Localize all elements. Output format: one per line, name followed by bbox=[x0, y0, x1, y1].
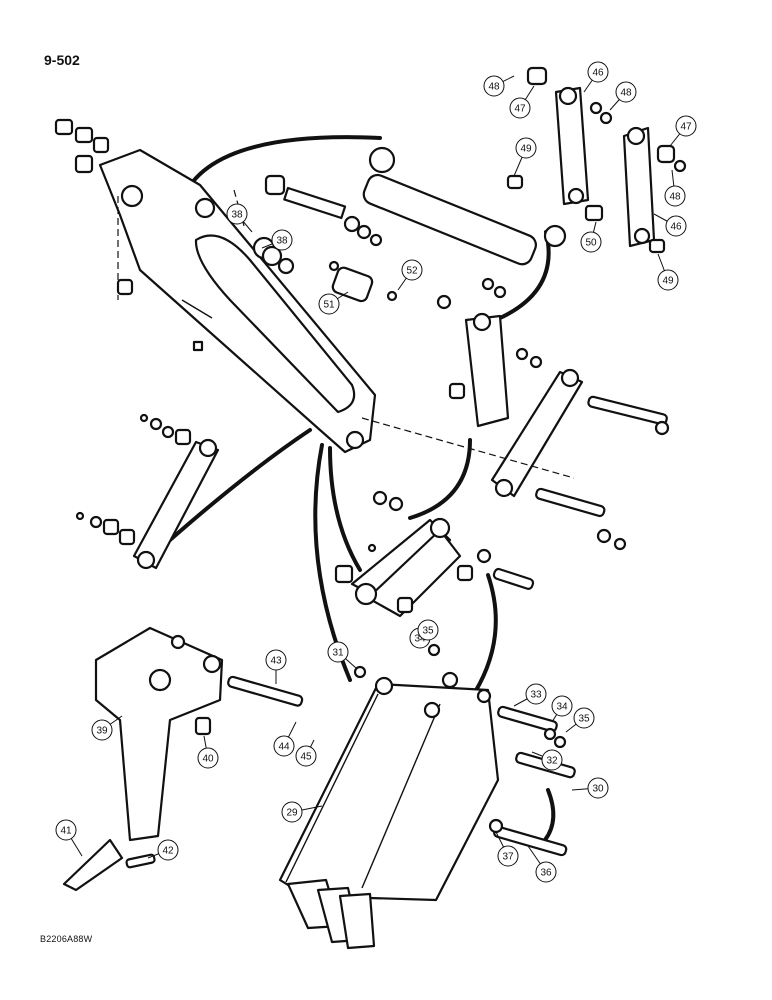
callout-label-34: 34 bbox=[556, 702, 568, 713]
callout-label-51: 51 bbox=[323, 300, 335, 311]
boom-arm bbox=[98, 148, 377, 454]
callout-circle-46 bbox=[665, 215, 687, 237]
callout-circle-40 bbox=[197, 747, 219, 769]
callout-circle-30 bbox=[587, 777, 609, 799]
page-number: 9-502 bbox=[44, 52, 80, 68]
callout-label-39: 39 bbox=[96, 726, 108, 737]
callout-label-38: 38 bbox=[276, 236, 288, 247]
callout-circle-45 bbox=[295, 745, 317, 767]
callout-label-46: 46 bbox=[592, 68, 604, 79]
lower-left-link bbox=[75, 413, 220, 570]
callout-circle-29 bbox=[281, 801, 303, 823]
callout-circle-38 bbox=[226, 203, 248, 225]
callout-label-30: 30 bbox=[592, 784, 604, 795]
callout-label-33: 33 bbox=[530, 690, 542, 701]
callout-label-45: 45 bbox=[300, 752, 312, 763]
callout-label-38: 38 bbox=[231, 210, 243, 221]
callout-label-32: 32 bbox=[546, 756, 558, 767]
callout-label-44: 44 bbox=[278, 742, 290, 753]
callout-circle-48 bbox=[483, 75, 505, 97]
center-linkage bbox=[334, 490, 535, 618]
callout-circle-47 bbox=[675, 115, 697, 137]
callout-circle-41 bbox=[55, 819, 77, 841]
drawing-code: B2206A88W bbox=[40, 934, 93, 944]
callout-label-49: 49 bbox=[520, 144, 532, 155]
callout-circle-50 bbox=[580, 231, 602, 253]
callout-circle-46 bbox=[587, 61, 609, 83]
callout-label-35: 35 bbox=[422, 626, 434, 637]
callout-label-50: 50 bbox=[585, 238, 597, 249]
callout-circle-48 bbox=[615, 81, 637, 103]
callout-circle-44 bbox=[273, 735, 295, 757]
callout-label-48: 48 bbox=[488, 82, 500, 93]
callout-circle-35 bbox=[417, 619, 439, 641]
callout-label-31: 31 bbox=[332, 648, 344, 659]
callout-label-48: 48 bbox=[620, 88, 632, 99]
boom-pin-assembly bbox=[54, 118, 398, 303]
callout-circle-49 bbox=[657, 269, 679, 291]
callout-label-41: 41 bbox=[60, 826, 72, 837]
callout-label-29: 29 bbox=[286, 808, 298, 819]
callout-circle-33 bbox=[525, 683, 547, 705]
callout-circle-42 bbox=[157, 839, 179, 861]
callout-label-47: 47 bbox=[680, 122, 692, 133]
callout-circle-47 bbox=[509, 97, 531, 119]
callout-label-52: 52 bbox=[406, 266, 418, 277]
callout-label-37: 37 bbox=[502, 852, 514, 863]
callout-circle-39 bbox=[91, 719, 113, 741]
callout-circle-37 bbox=[497, 845, 519, 867]
callout-circle-35 bbox=[573, 707, 595, 729]
callout-circle-36 bbox=[535, 861, 557, 883]
callout-circle-52 bbox=[401, 259, 423, 281]
callout-label-42: 42 bbox=[162, 846, 174, 857]
callout-label-34: 34 bbox=[414, 634, 426, 645]
alignment-lines bbox=[117, 189, 575, 479]
dipper-link bbox=[436, 277, 670, 551]
callout-label-40: 40 bbox=[202, 754, 214, 765]
callout-label-35: 35 bbox=[578, 714, 590, 725]
callout-circle-48 bbox=[664, 185, 686, 207]
callout-circle-43 bbox=[265, 649, 287, 671]
ripper-assembly bbox=[62, 626, 304, 892]
link-bars bbox=[506, 66, 687, 254]
callouts: 2930313233343435353637383839404142434445… bbox=[55, 61, 697, 883]
callout-label-47: 47 bbox=[514, 104, 526, 115]
callout-circle-32 bbox=[541, 749, 563, 771]
callout-label-43: 43 bbox=[270, 656, 282, 667]
callout-circle-51 bbox=[318, 293, 340, 315]
callout-circle-38 bbox=[271, 229, 293, 251]
callout-circle-49 bbox=[515, 137, 537, 159]
callout-label-36: 36 bbox=[540, 868, 552, 879]
callout-label-46: 46 bbox=[670, 222, 682, 233]
bucket bbox=[278, 627, 576, 950]
callout-label-48: 48 bbox=[669, 192, 681, 203]
callout-circle-34 bbox=[551, 695, 573, 717]
callout-label-49: 49 bbox=[662, 276, 674, 287]
callout-circle-31 bbox=[327, 641, 349, 663]
hydraulic-cylinder bbox=[362, 146, 567, 266]
